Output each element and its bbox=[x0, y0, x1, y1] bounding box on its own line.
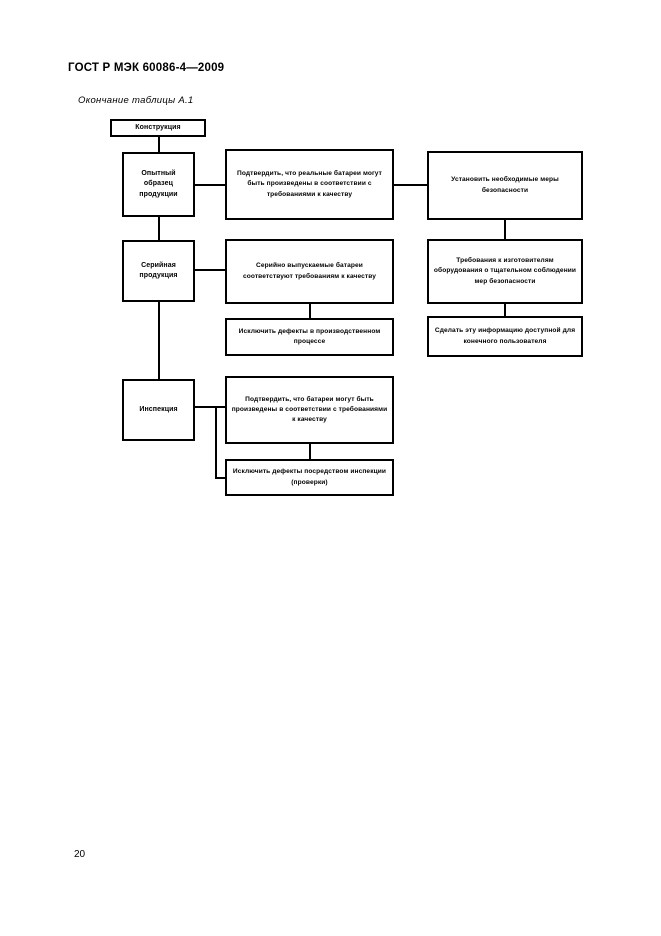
flowchart-node-outcome-safety-measures: Установить необходимые меры безопасности bbox=[427, 151, 583, 220]
flowchart-node-outcome-inform-end-user: Сделать эту информацию доступной для кон… bbox=[427, 316, 583, 357]
connector-prototype-to-requirement bbox=[195, 184, 225, 186]
connector-outcome2-to-outcome3 bbox=[504, 303, 506, 317]
connector-inspection-to-branch bbox=[195, 406, 217, 408]
flowchart-node-req-exclude-production-defects: Исключить дефекты в производственном про… bbox=[225, 318, 394, 356]
standard-header: ГОСТ Р МЭК 60086-4—2009 bbox=[68, 62, 225, 74]
connector-branch-to-requirement5 bbox=[215, 477, 226, 479]
flowchart-node-root: Конструкция bbox=[110, 119, 206, 137]
flowchart-node-req-serial-conform: Серийно выпускаемые батареи соответствую… bbox=[225, 239, 394, 304]
flowchart-node-stage-prototype: Опытный образец продукции bbox=[122, 152, 195, 217]
connector-requirement4-to-requirement5 bbox=[309, 443, 311, 460]
flowchart-node-req-prototype-confirm: Подтвердить, что реальные батареи могут … bbox=[225, 149, 394, 220]
flowchart-node-stage-inspection: Инспекция bbox=[122, 379, 195, 441]
flowchart-node-stage-serial: Серийная продукция bbox=[122, 240, 195, 302]
flowchart-node-outcome-equipment-requirements: Требования к изготовителям оборудования … bbox=[427, 239, 583, 304]
table-caption: Окончание таблицы А.1 bbox=[78, 95, 194, 106]
page-number: 20 bbox=[74, 849, 86, 860]
flowchart-node-req-inspection-confirm: Подтвердить, что батареи могут быть прои… bbox=[225, 376, 394, 444]
connector-root-to-prototype bbox=[158, 136, 160, 152]
connector-inspection-branch-spine bbox=[215, 406, 217, 479]
connector-serial-to-inspection bbox=[158, 301, 160, 379]
connector-prototype-to-serial bbox=[158, 216, 160, 240]
connector-branch-to-requirement4 bbox=[215, 406, 226, 408]
flowchart-node-req-exclude-inspection-defects: Исключить дефекты посредством инспекции … bbox=[225, 459, 394, 496]
connector-serial-to-requirement bbox=[195, 269, 225, 271]
connector-outcome1-to-outcome2 bbox=[504, 219, 506, 240]
connector-requirement1-to-outcome1 bbox=[394, 184, 428, 186]
connector-requirement2-to-defects bbox=[309, 303, 311, 319]
